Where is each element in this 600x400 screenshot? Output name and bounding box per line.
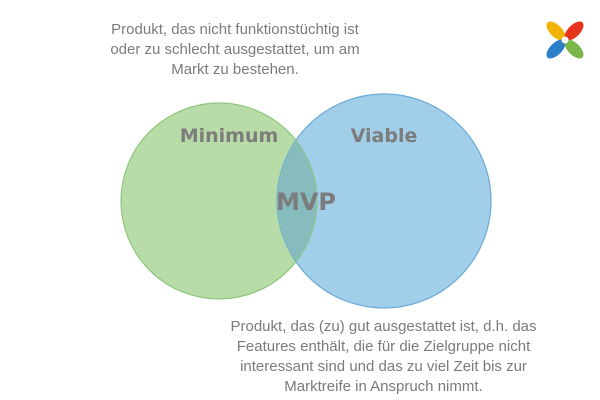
logo-petal-green: [564, 39, 584, 59]
logo-petal-yellow: [546, 21, 566, 41]
caption-line: oder zu schlecht ausgestattet, um am: [110, 41, 360, 58]
logo-petal-blue: [546, 39, 566, 59]
caption-line: Markt zu bestehen.: [171, 61, 299, 78]
caption-line: interessant sind und das zu viel Zeit bi…: [240, 358, 527, 375]
logo-petal-red: [564, 21, 584, 41]
minimum-circle-edge: [296, 140, 318, 262]
caption-line: Produkt, das nicht funktionstüchtig ist: [111, 21, 359, 38]
caption-line: Marktreife in Anspruch nimmt.: [284, 378, 483, 395]
mvp-label: MVP: [276, 188, 336, 216]
four-petal-flower-logo: [546, 21, 584, 59]
caption-line: Features enthält, die für die Zielgruppe…: [236, 338, 531, 355]
minimum-label: Minimum: [180, 125, 279, 147]
viable-description: Produkt, das (zu) gut ausgestattet ist, …: [196, 317, 571, 397]
viable-label: Viable: [351, 125, 418, 147]
minimum-description: Produkt, das nicht funktionstüchtig ist …: [70, 20, 400, 80]
caption-line: Produkt, das (zu) gut ausgestattet ist, …: [230, 318, 537, 335]
